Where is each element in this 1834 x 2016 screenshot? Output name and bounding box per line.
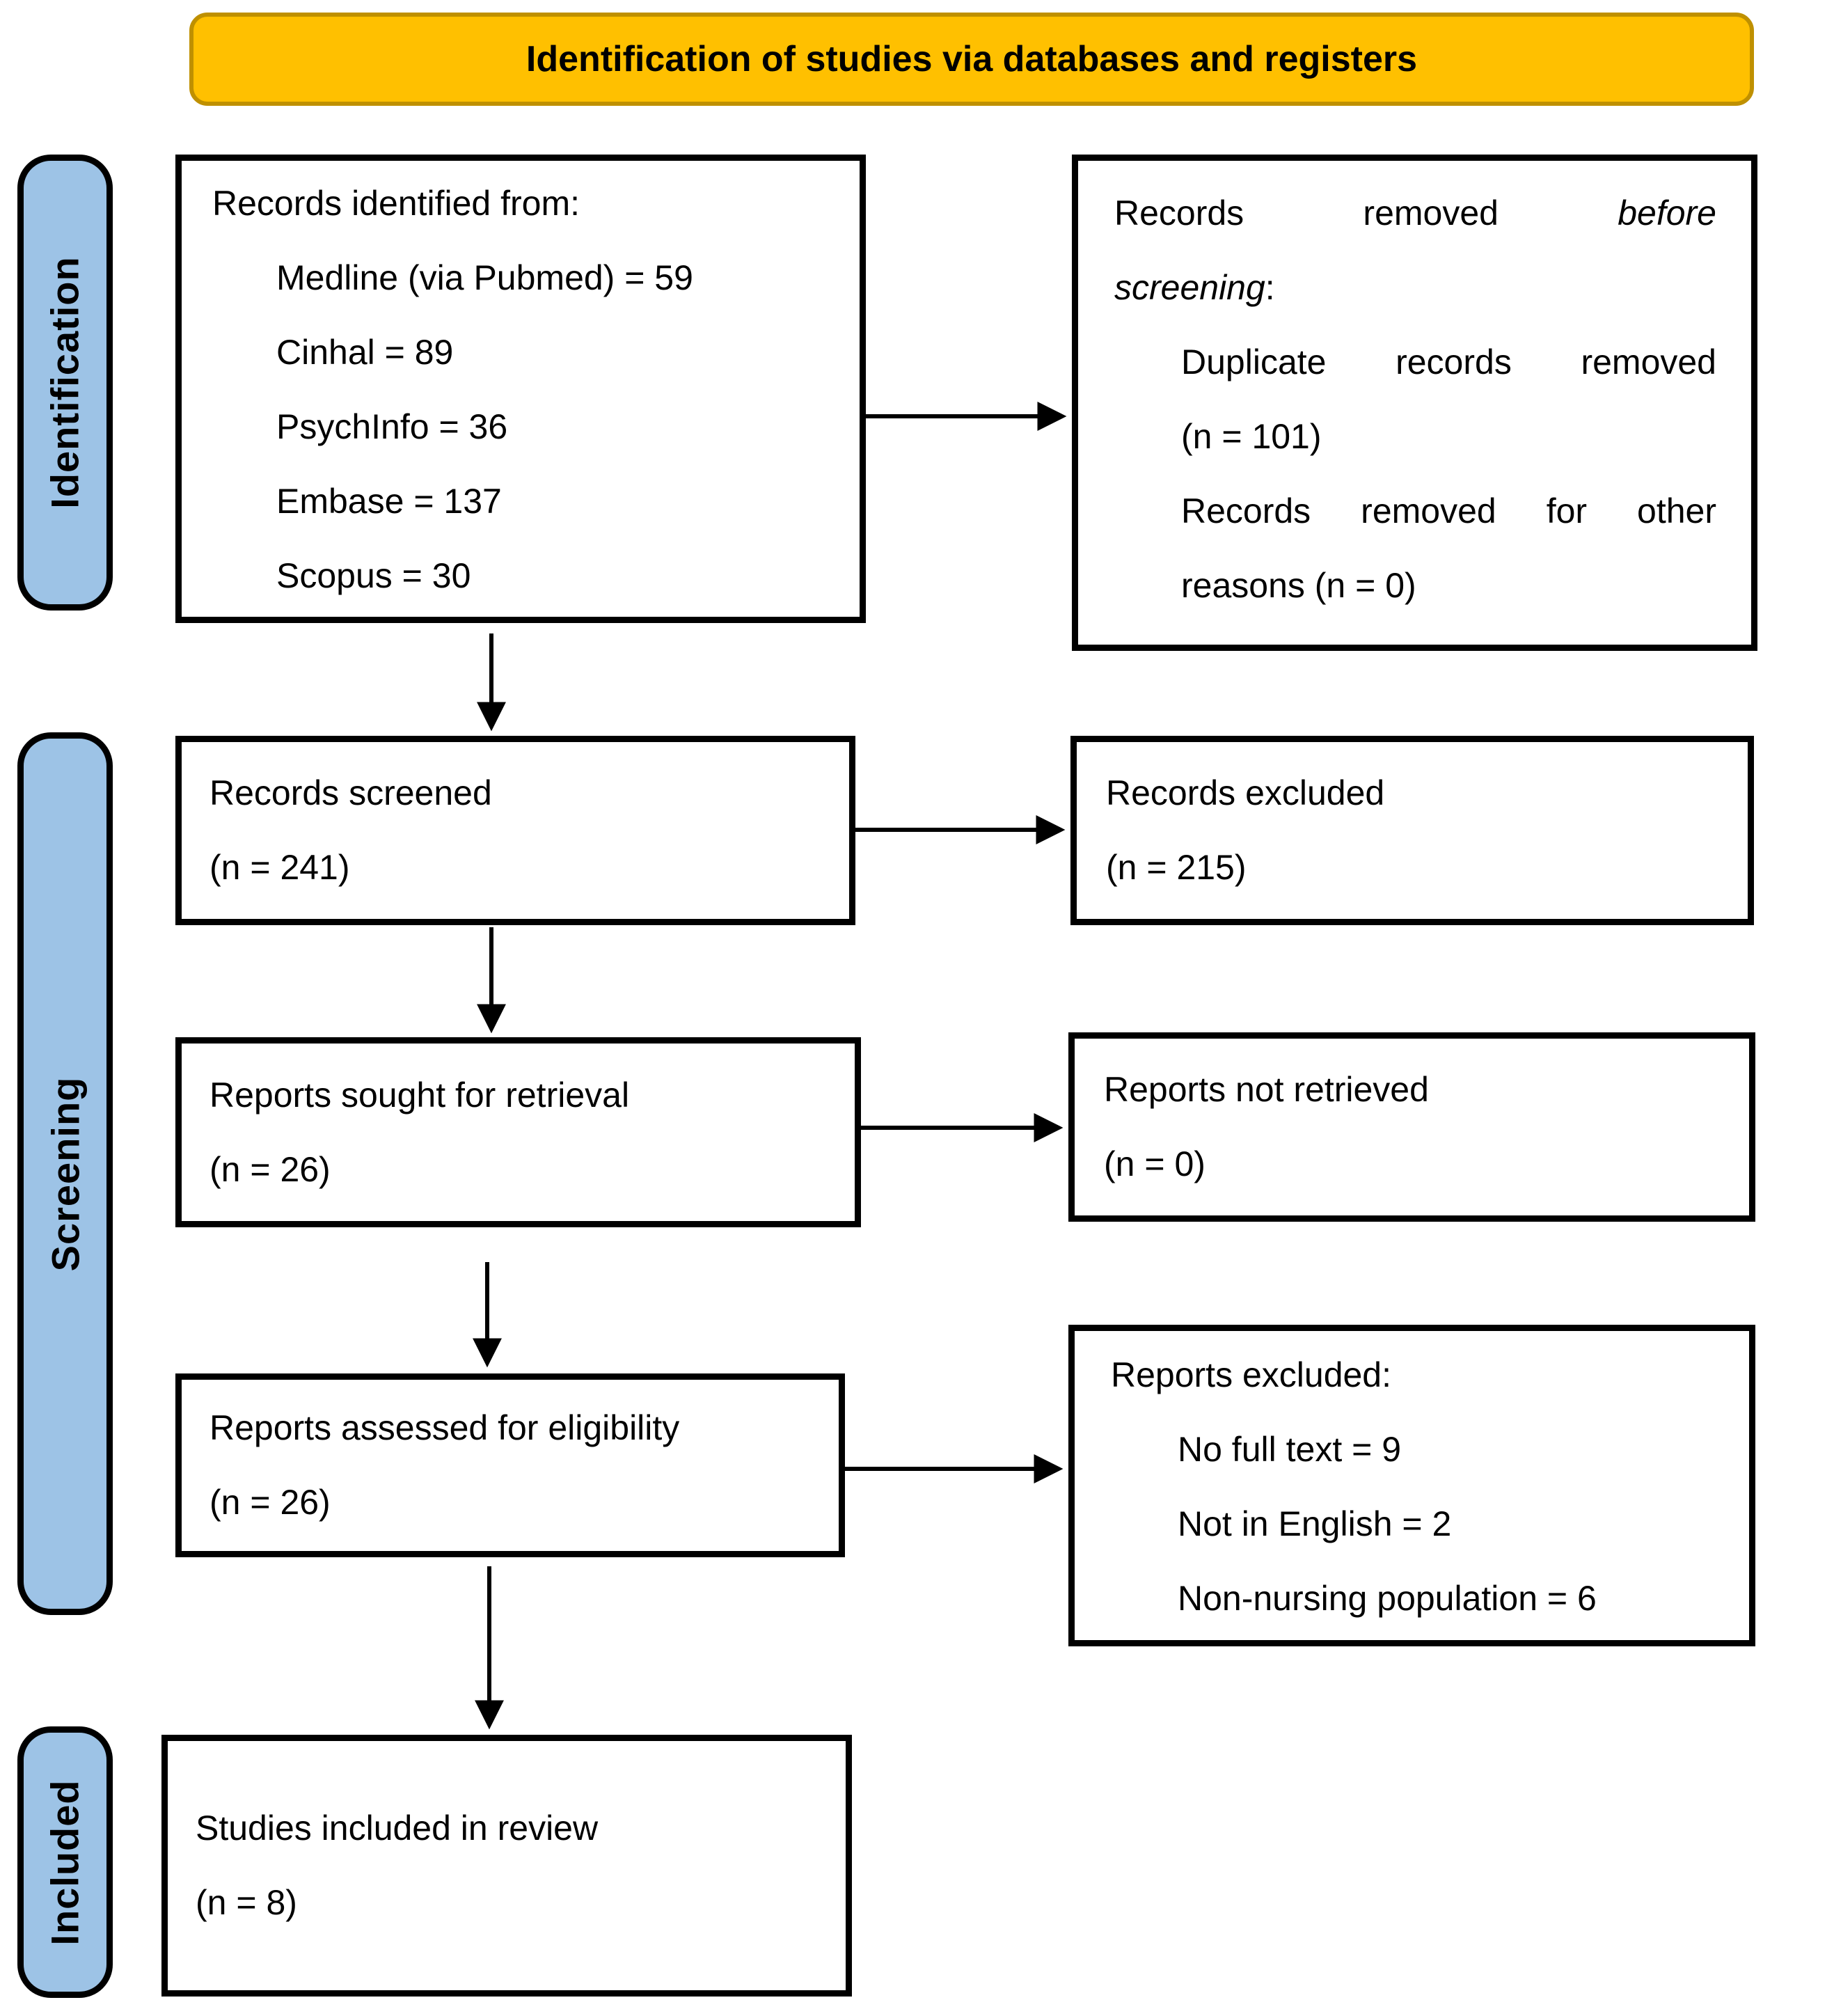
records-excluded-count: (n = 215) (1106, 848, 1247, 887)
records-identified-source: Cinhal = 89 (276, 333, 454, 372)
records-removed-heading-line2: screening: (1114, 268, 1275, 307)
box-studies-included: Studies included in review (n = 8) (161, 1735, 852, 1997)
reports-excluded-reason: Not in English = 2 (1178, 1504, 1452, 1543)
reports-assessed-label: Reports assessed for eligibility (210, 1408, 680, 1447)
studies-included-count: (n = 8) (196, 1883, 297, 1922)
sidebar-included: Included (17, 1726, 113, 1998)
diagram-title: Identification of studies via databases … (525, 39, 1418, 79)
reports-not-retrieved-count: (n = 0) (1104, 1144, 1205, 1183)
box-reports-assessed: Reports assessed for eligibility (n = 26… (175, 1373, 845, 1557)
sidebar-identification: Identification (17, 155, 113, 611)
records-removed-other-reasons-count: reasons (n = 0) (1181, 566, 1416, 605)
records-identified-source: Medline (via Pubmed) = 59 (276, 258, 693, 297)
reports-not-retrieved-label: Reports not retrieved (1104, 1070, 1429, 1109)
reports-excluded-heading: Reports excluded: (1111, 1355, 1392, 1394)
title-banner: Identification of studies via databases … (189, 13, 1754, 106)
records-removed-other-reasons: Records removed for other (1181, 491, 1716, 530)
records-removed-heading-line1: Records removed before (1114, 194, 1716, 233)
reports-assessed-count: (n = 26) (210, 1483, 331, 1522)
sidebar-screening-label: Screening (43, 1076, 88, 1271)
duplicate-records-removed: Duplicate records removed (1181, 342, 1716, 381)
records-identified-source: Scopus = 30 (276, 556, 471, 595)
sidebar-identification-label: Identification (43, 256, 88, 509)
sidebar-screening: Screening (17, 732, 113, 1615)
box-records-removed-before-screening: Records removed before screening: Duplic… (1072, 155, 1757, 651)
reports-sought-label: Reports sought for retrieval (210, 1075, 630, 1115)
box-reports-not-retrieved: Reports not retrieved (n = 0) (1068, 1032, 1755, 1222)
reports-excluded-reason: No full text = 9 (1178, 1430, 1401, 1469)
records-excluded-label: Records excluded (1106, 773, 1385, 812)
records-screened-count: (n = 241) (210, 848, 350, 887)
reports-sought-count: (n = 26) (210, 1149, 331, 1189)
box-records-excluded: Records excluded (n = 215) (1070, 736, 1754, 925)
sidebar-included-label: Included (43, 1779, 88, 1946)
duplicate-records-removed-count: (n = 101) (1181, 417, 1322, 456)
box-records-identified: Records identified from: Medline (via Pu… (175, 155, 866, 623)
box-reports-excluded: Reports excluded: No full text = 9 Not i… (1068, 1325, 1755, 1646)
studies-included-label: Studies included in review (196, 1809, 599, 1848)
box-records-screened: Records screened (n = 241) (175, 736, 855, 925)
records-identified-source: PsychInfo = 36 (276, 407, 508, 446)
records-identified-heading: Records identified from: (212, 184, 580, 223)
records-identified-source: Embase = 137 (276, 482, 502, 521)
records-screened-label: Records screened (210, 773, 492, 812)
reports-excluded-reason: Non-nursing population = 6 (1178, 1579, 1597, 1618)
box-reports-sought: Reports sought for retrieval (n = 26) (175, 1037, 861, 1227)
